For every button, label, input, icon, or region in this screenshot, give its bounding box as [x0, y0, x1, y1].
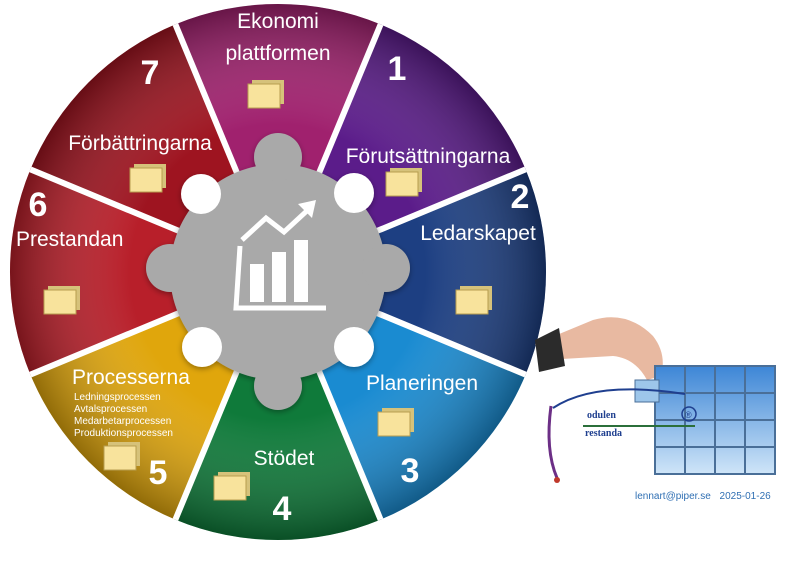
document-folders: [43, 80, 492, 501]
segment-label-ledarskapet: 2 Ledarskapet: [420, 178, 536, 245]
hand-illustration: [535, 317, 663, 380]
subitem-avtalsprocessen: Avtalsprocessen: [74, 404, 147, 415]
svg-text:Ledarskapet: Ledarskapet: [420, 222, 536, 245]
folder-icon[interactable]: [129, 164, 166, 193]
logo-text-restanda: restanda: [585, 428, 622, 439]
svg-text:Processerna: Processerna: [72, 366, 190, 389]
growth-chart-icon: [233, 200, 326, 311]
svg-text:Förbättringarna: Förbättringarna: [68, 132, 212, 155]
svg-text:1: 1: [388, 50, 407, 88]
svg-text:2: 2: [511, 178, 530, 216]
modulen-prestanda-logo: odulen restanda ®: [535, 317, 776, 483]
svg-text:3: 3: [401, 452, 420, 490]
svg-text:Ekonomi: Ekonomi: [237, 10, 319, 33]
footer-email[interactable]: lennart@piper.se: [635, 491, 711, 502]
subitem-ledningsprocessen: Ledningsprocessen: [74, 392, 161, 403]
folder-icon[interactable]: [247, 80, 284, 109]
footer-date: 2025-01-26: [719, 491, 771, 502]
logo-text-odulen: odulen: [587, 410, 616, 421]
puzzle-wheel-diagram: Ekonomi plattformen 1 Förutsättningarna …: [9, 3, 547, 541]
subitem-produktionsprocessen: Produktionsprocessen: [74, 428, 173, 439]
folder-icon[interactable]: [213, 472, 250, 501]
footer-contact: lennart@piper.se 2025-01-26: [635, 491, 777, 502]
folder-icon[interactable]: [455, 286, 492, 315]
folder-icon[interactable]: [43, 286, 80, 315]
segment-label-forbattringarna: 7 Förbättringarna: [68, 54, 212, 155]
segment-label-prestandan: 6 Prestandan: [16, 186, 123, 251]
folder-icon[interactable]: [385, 168, 422, 197]
segment-label-ekonomiplattformen: Ekonomi plattformen: [225, 10, 330, 65]
folder-icon[interactable]: [377, 408, 414, 437]
cube-icon: [634, 365, 776, 475]
svg-text:Förutsättningarna: Förutsättningarna: [346, 145, 511, 168]
svg-text:plattformen: plattformen: [225, 42, 330, 65]
svg-text:6: 6: [29, 186, 48, 224]
folder-icon[interactable]: [103, 442, 140, 471]
svg-text:5: 5: [149, 454, 168, 492]
logo-mark: odulen restanda ®: [547, 388, 697, 483]
registered-mark: ®: [685, 410, 692, 420]
segment-label-forutsattningarna: 1 Förutsättningarna: [346, 50, 511, 168]
subitem-medarbetarprocessen: Medarbetarprocessen: [74, 416, 171, 427]
svg-text:7: 7: [141, 54, 160, 92]
segment-label-planeringen: Planeringen 3: [366, 372, 478, 490]
svg-text:Stödet: Stödet: [254, 447, 315, 470]
sleeve: [535, 328, 565, 372]
svg-text:Planeringen: Planeringen: [366, 372, 478, 395]
svg-text:Prestandan: Prestandan: [16, 228, 123, 251]
segment-label-processerna: Processerna Ledningsprocessen Avtalsproc…: [72, 366, 190, 492]
svg-text:4: 4: [273, 490, 292, 528]
segment-label-stodet: Stödet 4: [254, 447, 315, 528]
